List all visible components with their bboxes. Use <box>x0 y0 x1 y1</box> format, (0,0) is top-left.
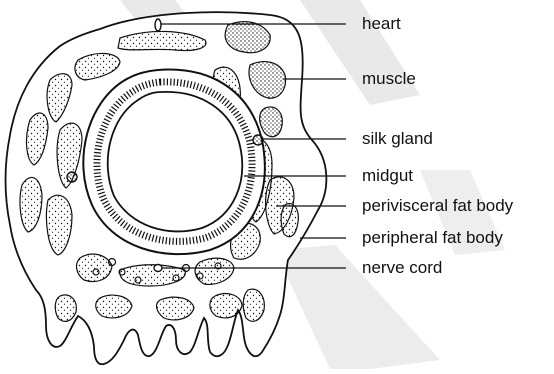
label-perivisceral-fat-body: perivisceral fat body <box>362 197 513 214</box>
silk-gland-structure <box>67 172 77 182</box>
label-nerve-cord: nerve cord <box>362 259 442 276</box>
silk-gland-structure <box>253 135 263 145</box>
label-midgut: midgut <box>362 167 413 184</box>
heart-structure <box>155 19 161 31</box>
label-silk-gland: silk gland <box>362 130 433 147</box>
label-muscle: muscle <box>362 70 416 87</box>
label-heart: heart <box>362 15 401 32</box>
midgut <box>83 70 264 255</box>
label-peripheral-fat-body: peripheral fat body <box>362 229 503 246</box>
nerve-cord-structure <box>154 265 162 272</box>
